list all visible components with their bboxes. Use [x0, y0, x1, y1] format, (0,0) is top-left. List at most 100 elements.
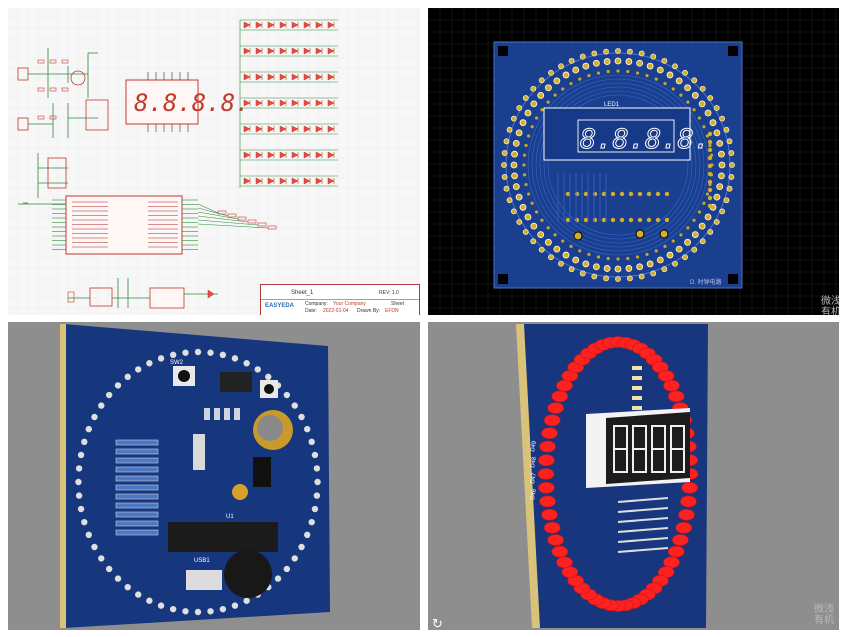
led-solder	[311, 451, 319, 459]
mounting-hole	[728, 46, 738, 56]
led-solder	[91, 543, 98, 551]
led-pad	[713, 219, 720, 225]
via	[654, 249, 658, 253]
led-display-outline	[543, 107, 691, 161]
led-pad	[537, 231, 545, 238]
via	[686, 100, 690, 104]
trace-ring	[539, 86, 697, 244]
header-pad	[707, 195, 713, 201]
date-label: Date:	[305, 308, 317, 314]
led-3d	[663, 556, 680, 569]
led-solder	[311, 505, 319, 513]
led-pad	[603, 265, 611, 272]
led-pad	[592, 59, 600, 67]
via	[522, 173, 527, 177]
led-symbol	[279, 99, 287, 107]
led-pad	[684, 84, 691, 92]
led-pad	[656, 256, 664, 264]
led-pad	[562, 71, 570, 79]
ic-pad	[601, 217, 607, 223]
via	[553, 93, 557, 97]
pcb-watermark: 微浅 有机	[821, 296, 839, 315]
led-symbol	[303, 125, 311, 133]
via	[645, 74, 649, 78]
led-pad	[538, 77, 545, 84]
transistor-symbol	[70, 70, 86, 86]
led-pad	[691, 77, 698, 84]
pad	[659, 229, 669, 239]
mcu-chip	[168, 522, 278, 552]
led-pad	[579, 270, 586, 277]
led-solder	[298, 543, 305, 551]
led-3d	[551, 390, 569, 403]
smd-part	[632, 386, 642, 390]
led-pad	[698, 222, 706, 230]
led-pad	[718, 172, 725, 180]
resistor-symbol	[217, 210, 227, 215]
resistor-3d	[115, 511, 159, 518]
led-pad	[524, 109, 532, 117]
via	[596, 71, 601, 75]
led-pad	[510, 208, 517, 215]
rotate-icon[interactable]: ↻	[432, 616, 443, 630]
pad	[573, 231, 583, 241]
led-symbol	[255, 177, 263, 185]
led-solder	[182, 608, 189, 615]
led-solder	[207, 349, 214, 356]
led-pad	[684, 238, 691, 246]
ic-pad	[619, 191, 625, 197]
led-pad	[537, 92, 545, 99]
led-pad	[627, 48, 633, 55]
led-pad	[691, 231, 699, 238]
led-solder	[313, 465, 321, 472]
via	[686, 226, 690, 230]
led-symbol	[315, 73, 323, 81]
ic-pad	[646, 191, 652, 197]
led-solder	[77, 505, 85, 513]
via	[679, 93, 683, 97]
led-pad	[728, 150, 735, 156]
led-symbol	[327, 177, 335, 185]
led-pad	[516, 105, 523, 111]
led-pad	[719, 208, 726, 215]
led-pad	[723, 126, 730, 133]
led-pad	[719, 115, 726, 122]
led-3d	[556, 556, 573, 569]
resistor-3d	[617, 527, 669, 533]
led-pad	[582, 62, 590, 70]
ic-pad	[610, 217, 616, 223]
easyeda-logo: EASYEDA	[265, 303, 295, 309]
resistor-3d	[617, 547, 669, 553]
via	[606, 256, 610, 261]
u1-label: U1	[226, 514, 234, 520]
led-pad	[545, 238, 552, 246]
usb1-label: USB1	[194, 558, 210, 564]
via	[524, 143, 528, 148]
ic-pad	[655, 217, 661, 223]
led-pad	[625, 58, 633, 65]
led-solder	[243, 597, 250, 604]
led-pad	[558, 63, 564, 70]
ic-pad	[628, 191, 634, 197]
led-symbol	[291, 99, 299, 107]
trace-ring	[547, 94, 689, 236]
resistor-symbol	[61, 59, 69, 64]
resistor-3d	[115, 457, 159, 464]
via	[671, 239, 675, 243]
trace-ring	[531, 78, 705, 252]
wire	[197, 219, 259, 226]
led-solder	[98, 555, 105, 562]
led-symbol	[243, 125, 251, 133]
led-solder	[77, 451, 85, 459]
ic-pad	[628, 217, 634, 223]
schematic-panel[interactable]: 8.8.8.8. Sheet_1 REV: 1.0 EASYEDA Compan…	[8, 8, 420, 315]
via	[626, 69, 630, 74]
seven-seg-digits: 8.8.8.8.	[134, 89, 250, 117]
via	[697, 116, 702, 120]
led-pad	[709, 119, 717, 127]
led-pad	[707, 95, 714, 101]
